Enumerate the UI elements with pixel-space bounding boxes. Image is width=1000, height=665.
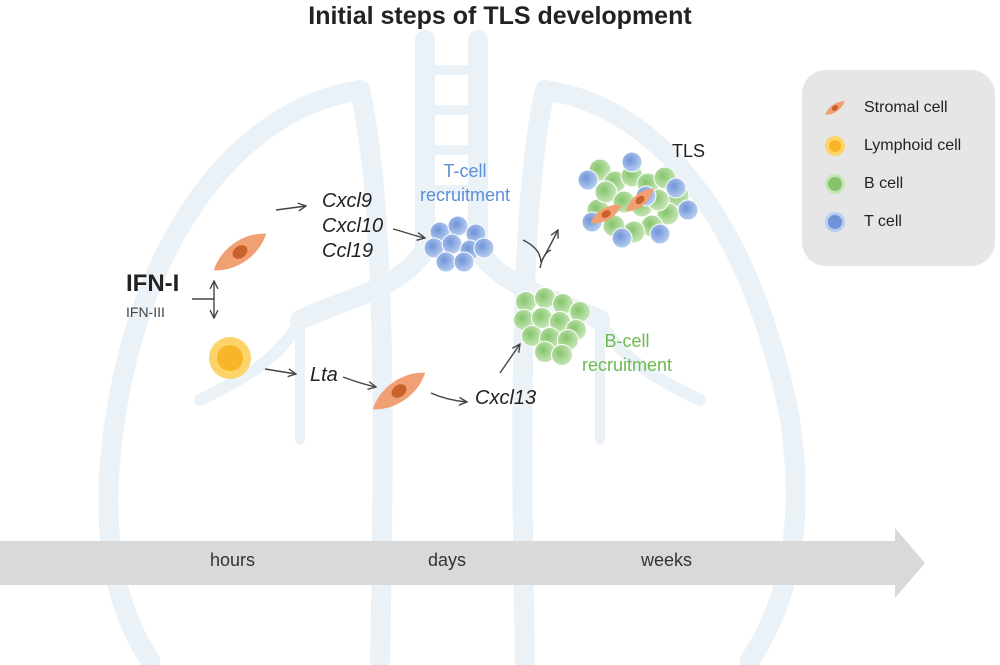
stromal-cell [590, 204, 622, 224]
bcell-recruitment-line1: B-cell [604, 331, 650, 351]
timeline-arrow [0, 528, 925, 598]
diagram-title: Initial steps of TLS development [308, 2, 692, 30]
arrow-lta-to-stromal [342, 376, 376, 387]
stromal-cell-icon [822, 95, 848, 121]
bcell-recruitment-line2: recruitment [581, 355, 673, 375]
t-cell [665, 177, 687, 199]
lymphoid-cell [209, 337, 251, 379]
gene-lta: Lta [310, 364, 338, 386]
bcell-recruitment-label: B-cell recruitment [562, 329, 692, 377]
gene-cxcl10: Cxcl10 [322, 215, 384, 237]
arrow-stromal-to-cxcl13 [430, 392, 467, 402]
ifn-iii-label: IFN-III [126, 304, 165, 320]
t-cell-icon [822, 209, 848, 235]
legend-item-tcell: T cell [822, 208, 902, 236]
t-cell [441, 233, 463, 255]
t-cell [649, 223, 671, 245]
tcell-recruitment-line2: recruitment [419, 185, 511, 205]
b-cell [569, 301, 591, 323]
legend: Stromal cell Lymphoid cell B cell T cell [802, 70, 995, 266]
legend-item-lymphoid: Lymphoid cell [822, 132, 961, 160]
t-cell [435, 251, 457, 273]
tls-label: TLS [672, 141, 706, 161]
b-cell-cluster [513, 287, 591, 366]
arrow-lymphoid-to-lta [264, 368, 296, 374]
arrow-cxcl13-to-bcells [499, 344, 520, 374]
b-cell [594, 180, 618, 204]
t-cell-cluster [423, 215, 495, 273]
t-cell [677, 199, 699, 221]
b-cell [551, 344, 573, 366]
legend-item-stromal: Stromal cell [822, 94, 948, 122]
gene-cxcl9: Cxcl9 [322, 190, 373, 212]
stromal-cell-upper [213, 233, 267, 271]
t-cell [621, 151, 643, 173]
t-cell [611, 227, 633, 249]
t-cell [473, 237, 495, 259]
tcell-recruitment-label: T-cell recruitment [400, 159, 530, 207]
stromal-cell-lower [372, 372, 426, 410]
legend-item-bcell: B cell [822, 170, 903, 198]
legend-label-bcell: B cell [864, 175, 904, 192]
t-cell [453, 251, 475, 273]
t-cell [577, 169, 599, 191]
gene-ccl19: Ccl19 [322, 240, 374, 262]
legend-label-stromal: Stromal cell [864, 99, 948, 116]
arrow-genes-to-tcells [392, 228, 425, 238]
lymphoid-cell-icon [822, 133, 848, 159]
arrow-stromal-to-genes [275, 206, 306, 210]
tls-cluster [577, 151, 699, 249]
t-cell [447, 215, 469, 237]
stromal-cell [626, 188, 654, 212]
b-cell-icon [822, 171, 848, 197]
timeline-days: days [428, 550, 467, 570]
ifn-i-label: IFN-I [126, 270, 180, 297]
gene-cxcl13: Cxcl13 [475, 387, 537, 409]
arrow-merge-to-tls [522, 230, 558, 269]
ifn-split-arrow [192, 281, 214, 318]
legend-label-tcell: T cell [864, 213, 902, 230]
timeline-hours: hours [210, 550, 256, 570]
timeline-weeks: weeks [641, 550, 693, 570]
tcell-recruitment-line1: T-cell [443, 161, 487, 181]
legend-label-lymphoid: Lymphoid cell [864, 137, 962, 154]
